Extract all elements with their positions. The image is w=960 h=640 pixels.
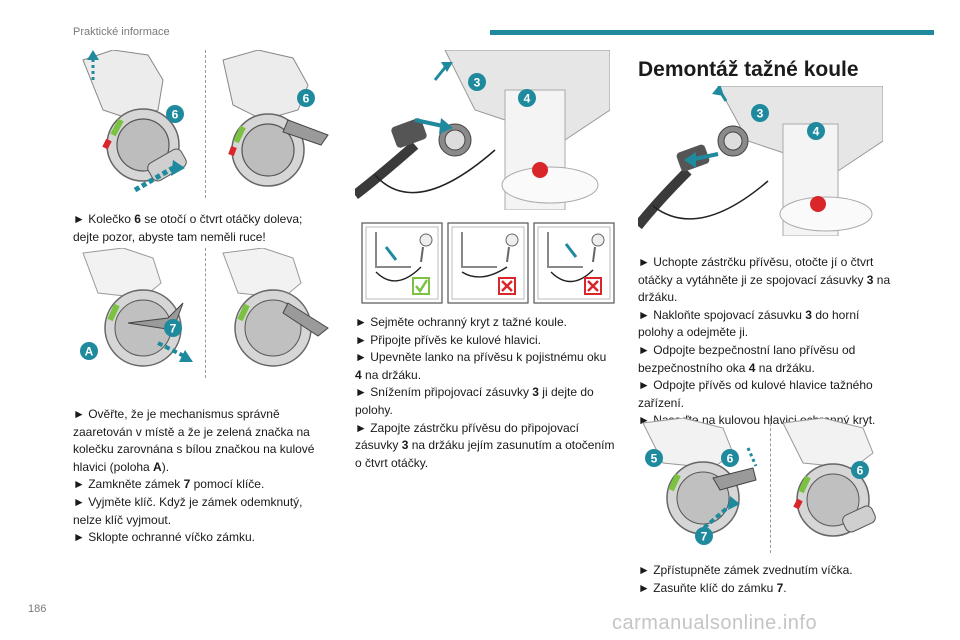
text: ► Upevněte lanko na přívěsu k pojistnému… xyxy=(355,350,607,365)
text: do horní xyxy=(811,307,860,322)
badge-3: 3 xyxy=(474,76,481,90)
ref-A: A xyxy=(153,459,162,474)
text: držáku. xyxy=(638,290,678,305)
text: ). xyxy=(161,459,170,474)
illustration-connect-plug: 3 4 xyxy=(355,50,610,210)
text: ► Kolečko xyxy=(73,212,135,226)
ref-3: 3 xyxy=(532,385,539,400)
badge-7: 7 xyxy=(701,530,708,544)
divider-dashed xyxy=(205,248,206,378)
badge-6-right: 6 xyxy=(303,92,310,106)
text: na držáku. xyxy=(755,360,815,375)
badge-A: A xyxy=(85,345,94,359)
ref-4: 4 xyxy=(748,360,756,375)
col1-text-block2: ► Ověřte, že je mechanismus správně zaar… xyxy=(73,406,338,547)
ref-7: 7 xyxy=(183,477,191,492)
ref-4: 4 xyxy=(355,367,362,382)
text: na držáku jejím zasunutím a otočením xyxy=(408,438,615,453)
text: na držáku. xyxy=(361,367,422,382)
text: ► Sejměte ochranný kryt z tažné koule. xyxy=(355,315,567,329)
page-number: 186 xyxy=(28,603,47,615)
badge-4: 4 xyxy=(813,125,820,139)
text: ► Ověřte, že je mechanismus správně xyxy=(73,407,280,421)
text: ► Zasuňte klíč do zámku xyxy=(638,580,777,595)
text: zaaretován v místě a že je zelená značka… xyxy=(73,424,310,439)
text: hlavici (poloha xyxy=(73,459,154,474)
text: ► Odpojte bezpečnostní lano přívěsu od xyxy=(638,342,856,357)
text: ► Zapojte zástrčku přívěsu do připojovac… xyxy=(355,420,579,435)
text: ► Uchopte zástrčku přívěsu, otočte jí o … xyxy=(638,255,874,269)
text: ► Vyjměte klíč. Když je zámek odemknutý, xyxy=(73,494,303,509)
ref-3: 3 xyxy=(866,272,874,287)
text: ► Odpojte přívěs od kulové hlavice tažné… xyxy=(638,378,873,393)
illustration-lock-key: 7 A xyxy=(73,248,338,378)
text: dejte pozor, abyste tam neměli ruce! xyxy=(73,229,266,244)
header-section-label: Praktické informace xyxy=(73,26,170,38)
divider-dashed xyxy=(770,418,771,553)
badge-7: 7 xyxy=(170,322,177,336)
panel-wrong-2 xyxy=(533,222,615,304)
illustration-cable-options xyxy=(361,222,616,304)
text: polohy a odejměte ji. xyxy=(638,325,749,340)
badge-6-right: 6 xyxy=(857,464,864,478)
text: bezpečnostního oka xyxy=(638,360,749,375)
text: ► Sklopte ochranné víčko zámku. xyxy=(73,530,255,545)
badge-6: 6 xyxy=(727,452,734,466)
illustration-unlock-cover: 5 6 7 6 xyxy=(638,418,883,548)
text: zásuvky xyxy=(355,438,402,453)
header-accent-bar xyxy=(490,30,934,35)
divider-dashed xyxy=(205,50,206,198)
badge-3: 3 xyxy=(757,107,764,121)
badge-5: 5 xyxy=(651,452,658,466)
text: ► Připojte přívěs ke kulové hlavici. xyxy=(355,332,541,347)
text: se otočí o čtvrt otáčky doleva; xyxy=(140,212,303,226)
badge-4: 4 xyxy=(524,92,531,106)
text: polohy. xyxy=(355,402,393,417)
ref-7: 7 xyxy=(776,580,784,595)
text: ji dejte do xyxy=(538,385,594,400)
col1-text-block1: ► Kolečko 6 se otočí o čtvrt otáčky dole… xyxy=(73,211,338,246)
text: zařízení. xyxy=(638,395,685,410)
col3-text-block1: ► Uchopte zástrčku přívěsu, otočte jí o … xyxy=(638,254,908,430)
ref-6: 6 xyxy=(134,212,141,226)
text: otáčky a vytáhněte ji ze spojovací zásuv… xyxy=(638,272,867,287)
watermark: carmanualsonline.info xyxy=(612,612,818,634)
text: kolečku zarovnána s bílou značkou na kul… xyxy=(73,442,315,457)
text: ► Snížením připojovací zásuvky xyxy=(355,385,533,400)
text: na xyxy=(873,272,891,287)
text: . xyxy=(783,580,787,595)
text: nelze klíč vyjmout. xyxy=(73,512,172,527)
text: o čtvrt otáčky. xyxy=(355,455,429,470)
illustration-disconnect-plug: 3 4 xyxy=(638,86,883,236)
text: pomocí klíče. xyxy=(190,477,265,492)
ref-3: 3 xyxy=(401,438,409,453)
panel-correct xyxy=(361,222,443,304)
col3-text-block2: ► Zpřístupněte zámek zvednutím víčka. ► … xyxy=(638,562,908,597)
col2-text: ► Sejměte ochranný kryt z tažné koule. ►… xyxy=(355,314,620,472)
text: ► Nakloňte spojovací zásuvku xyxy=(638,307,806,322)
panel-wrong-1 xyxy=(447,222,529,304)
section-title: Demontáž tažné koule xyxy=(638,58,859,81)
text: ► Zpřístupněte zámek zvednutím víčka. xyxy=(638,563,853,577)
text: ► Zamkněte zámek xyxy=(73,477,184,492)
badge-6-left: 6 xyxy=(172,108,179,122)
ref-3: 3 xyxy=(805,307,812,322)
